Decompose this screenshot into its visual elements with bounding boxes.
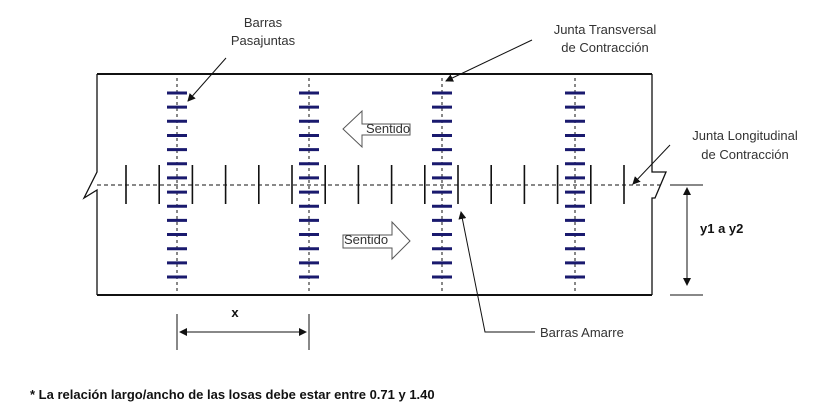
- direction-arrow-left: Sentido: [342, 109, 411, 149]
- svg-text:Pasajuntas: Pasajuntas: [231, 33, 296, 48]
- footnote: * La relación largo/ancho de las losas d…: [30, 387, 435, 402]
- direction-label: Sentido: [344, 232, 388, 247]
- svg-text:de Contracción: de Contracción: [701, 147, 788, 162]
- svg-text:Barras Amarre: Barras Amarre: [540, 325, 624, 340]
- svg-text:x: x: [231, 305, 239, 320]
- tie-bars: [125, 165, 625, 204]
- callout-longitudinal-joint: Junta Longitudinal de Contracción: [632, 128, 798, 185]
- dowel-bars: [167, 91, 585, 279]
- transverse-joints: [176, 78, 576, 292]
- svg-text:Junta Transversal: Junta Transversal: [554, 22, 657, 37]
- svg-text:Barras: Barras: [244, 15, 283, 30]
- dimension-x: x: [176, 305, 310, 350]
- dimension-y: y1 a y2: [670, 184, 743, 296]
- callout-tie-bars: Barras Amarre: [458, 211, 624, 340]
- callout-dowel-bars: Barras Pasajuntas: [187, 15, 296, 102]
- callout-transverse-joint: Junta Transversal de Contracción: [445, 22, 657, 82]
- slab-outline: [82, 73, 667, 296]
- svg-text:y1 a y2: y1 a y2: [700, 221, 743, 236]
- svg-text:Junta Longitudinal: Junta Longitudinal: [692, 128, 798, 143]
- direction-label: Sentido: [366, 121, 410, 136]
- svg-text:de Contracción: de Contracción: [561, 40, 648, 55]
- direction-arrow-right: Sentido: [342, 220, 411, 261]
